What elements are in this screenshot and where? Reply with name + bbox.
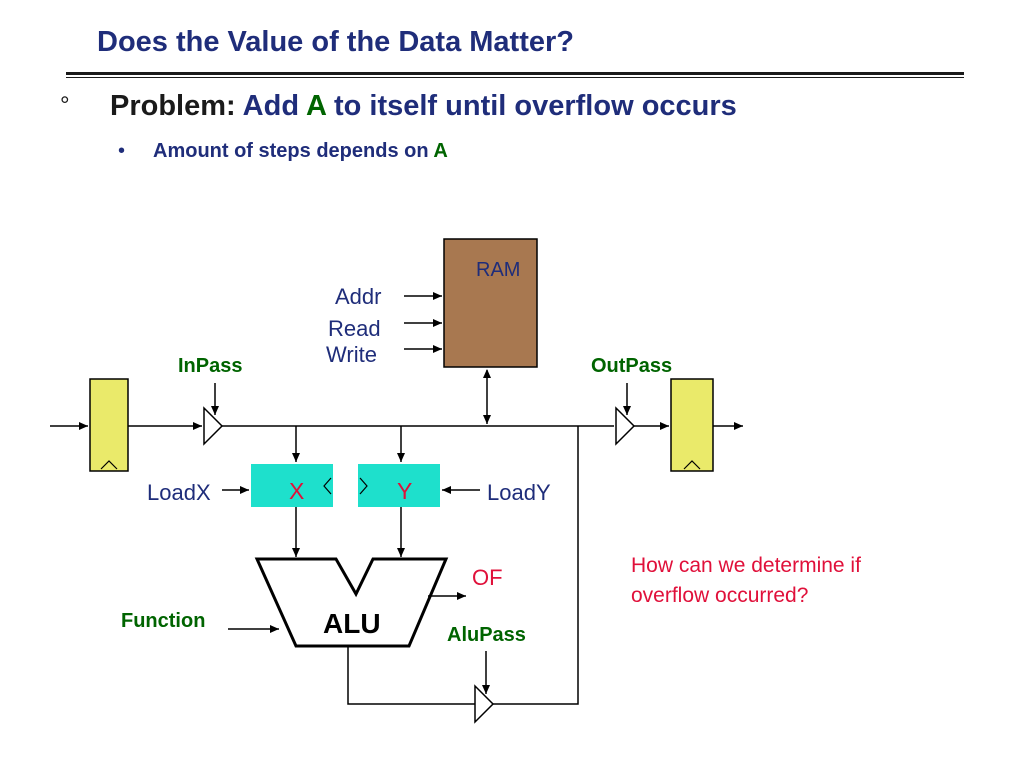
function-label: Function [121, 610, 206, 632]
alu-output-path [347, 646, 475, 705]
output-latch-clock-icon [683, 460, 701, 470]
register-x [251, 464, 333, 507]
outpass-label: OutPass [591, 355, 673, 377]
bullet-degree-icon: ° [60, 92, 70, 119]
sub-bullet: Amount of steps depends on A [153, 140, 448, 163]
loadx-label: LoadX [147, 480, 211, 505]
problem-var: A [306, 90, 326, 122]
title-rule-thin [66, 77, 964, 78]
problem-suffix: to itself until overflow occurs [333, 90, 737, 122]
register-x-clock-icon [323, 477, 332, 495]
of-label: OF [472, 565, 503, 590]
inpass-buffer [203, 406, 224, 446]
alu-label: ALU [323, 608, 381, 639]
register-y [358, 464, 440, 507]
overflow-question: How can we determine if overflow occurre… [631, 554, 861, 607]
ram-label: RAM [476, 259, 521, 281]
input-latch [89, 378, 129, 472]
bullet-dot-icon: • [118, 140, 126, 162]
slide-title: Does the Value of the Data Matter? [97, 26, 574, 58]
input-latch-clock-icon [100, 460, 118, 470]
sub-bullet-var: A [433, 140, 448, 162]
loady-label: LoadY [487, 480, 551, 505]
ram-block [443, 238, 538, 368]
title-rule-thick [66, 72, 964, 75]
alu-shape [254, 557, 449, 648]
inpass-label: InPass [178, 355, 243, 377]
sub-bullet-text: Amount of steps depends on [153, 140, 429, 162]
problem-prefix: Problem: [110, 90, 236, 122]
read-label: Read [328, 316, 381, 341]
alupass-buffer [474, 684, 495, 724]
alupass-to-bus [493, 426, 579, 705]
register-y-label: Y [397, 478, 413, 504]
addr-label: Addr [335, 284, 382, 309]
problem-add: Add [242, 90, 300, 122]
outpass-buffer [615, 406, 636, 446]
write-label: Write [326, 342, 377, 367]
problem-statement: Problem: Add A to itself until overflow … [110, 90, 737, 123]
alupass-label: AluPass [447, 624, 526, 646]
register-x-label: X [289, 478, 305, 504]
output-latch [670, 378, 714, 472]
register-y-clock-icon [359, 477, 368, 495]
